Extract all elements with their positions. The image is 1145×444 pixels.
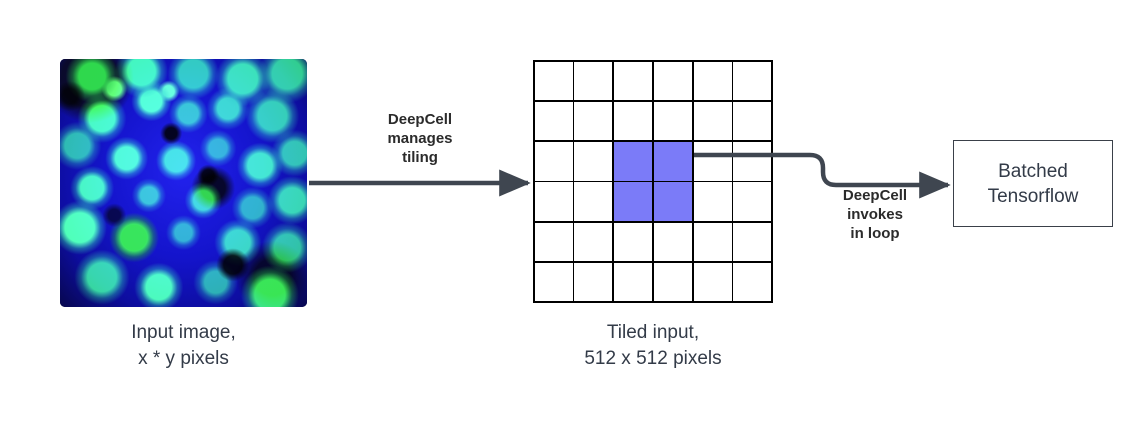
tile-cell	[733, 262, 772, 302]
tile-cell	[574, 142, 613, 181]
tile-cell	[653, 61, 692, 101]
tile-cell	[574, 222, 613, 262]
tile-cell	[653, 222, 692, 262]
tile-cell	[733, 182, 772, 221]
tile-cell	[733, 222, 772, 262]
tile-cell	[534, 101, 573, 141]
tile-cell	[693, 142, 732, 181]
tile-cell-selected	[653, 142, 692, 181]
tile-cell	[653, 101, 692, 141]
tile-cell	[534, 142, 573, 181]
tile-cell	[614, 262, 653, 302]
batched-tensorflow-box: Batched Tensorflow	[953, 140, 1113, 227]
tile-cell	[733, 142, 772, 181]
tiled-input-caption: Tiled input, 512 x 512 pixels	[584, 322, 722, 369]
tile-cell	[653, 262, 692, 302]
tile-cell	[693, 101, 732, 141]
tile-cell-selected	[614, 182, 653, 221]
tile-cell	[574, 182, 613, 221]
input-image-block	[60, 59, 307, 307]
tile-cell	[693, 262, 732, 302]
tile-cell	[574, 262, 613, 302]
tile-cell	[534, 262, 573, 302]
tile-cell	[693, 182, 732, 221]
arrow-label-manages-tiling: DeepCell manages tiling	[387, 111, 453, 166]
tile-cell	[693, 222, 732, 262]
tile-cell	[614, 101, 653, 141]
tile-cell	[534, 61, 573, 101]
tile-cell	[733, 101, 772, 141]
tile-cell	[614, 222, 653, 262]
tile-cell	[693, 61, 732, 101]
tile-cell	[534, 182, 573, 221]
microscopy-background-voids-layer	[60, 59, 307, 307]
tile-cell	[534, 222, 573, 262]
tile-cell-selected	[614, 142, 653, 181]
tile-cell	[733, 61, 772, 101]
input-image-caption: Input image, x * y pixels	[131, 322, 236, 369]
tile-cell	[614, 61, 653, 101]
tile-cell	[574, 101, 613, 141]
fluorescence-microscopy-image	[60, 59, 307, 307]
batched-tensorflow-label: Batched Tensorflow	[987, 160, 1079, 207]
tile-cell-selected	[653, 182, 692, 221]
arrow-label-invokes-in-loop: DeepCell invokes in loop	[842, 187, 908, 242]
tiled-input-grid	[533, 60, 773, 303]
tile-cell	[574, 61, 613, 101]
